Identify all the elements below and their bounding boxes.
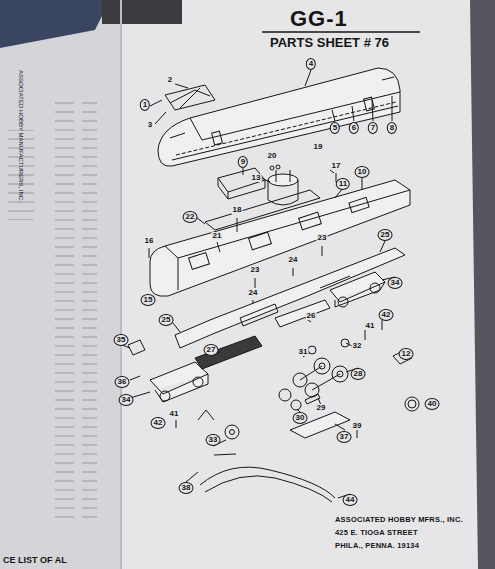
callout-number: 28 [351,368,366,380]
callout-number: 41 [169,410,180,418]
callout-number: 25 [159,314,174,326]
callout-number: 27 [204,344,219,356]
callout-number: 2 [167,76,173,84]
callout-number: 17 [331,162,342,170]
sheet-subtitle: PARTS SHEET # 76 [270,36,389,49]
callout-number: 19 [313,143,324,151]
callout-number: 4 [306,58,316,70]
callout-number: 37 [337,431,352,443]
callout-number: 23 [317,234,328,242]
callout-number: 29 [316,404,327,412]
callout-number: 34 [119,394,134,406]
callout-number: 10 [355,166,370,178]
callout-number: 31 [298,348,309,356]
callout-number: 7 [368,122,378,134]
callout-number: 13 [251,174,262,182]
callout-number: 26 [306,312,317,320]
callout-number: 21 [212,232,223,240]
callout-number: 3 [147,121,153,129]
callout-number: 30 [293,412,308,424]
callout-number: 18 [232,206,243,214]
callout-number: 24 [288,256,299,264]
sheet-title: GG-1 [290,8,348,30]
callout-number: 12 [399,348,414,360]
callout-number: 38 [179,482,194,494]
callout-number: 35 [114,334,129,346]
callout-number: 40 [425,398,440,410]
callout-number: 23 [250,266,261,274]
callout-number: 42 [151,417,166,429]
callout-number: 6 [349,122,359,134]
maker-address: ASSOCIATED HOBBY MFRS., INC. [335,516,463,524]
callout-number: 33 [206,434,221,446]
price-list-heading: CE LIST OF AL [3,556,67,565]
callout-number: 1 [140,99,150,111]
callout-number: 24 [248,289,259,297]
callout-number: 20 [267,152,278,160]
callout-number: 32 [352,342,363,350]
callout-number: 8 [387,122,397,134]
callout-number: 15 [141,294,156,306]
callout-number: 41 [365,322,376,330]
callout-number: 42 [379,309,394,321]
callout-number: 22 [183,211,198,223]
maker-address: PHILA., PENNA. 19134 [335,542,419,550]
callout-number: 34 [388,277,403,289]
maker-name: ASSOCIATED HOBBY MANUFACTURERS, INC. [18,70,24,202]
callout-number: 5 [330,122,340,134]
callout-number: 39 [352,422,363,430]
callout-number: 25 [378,229,393,241]
maker-address: 425 E. TIOGA STREET [335,529,418,537]
callout-number: 16 [144,237,155,245]
callout-number: 11 [336,178,350,190]
callout-number: 36 [115,376,130,388]
callout-number: 44 [343,494,358,506]
callout-number: 9 [238,156,248,168]
